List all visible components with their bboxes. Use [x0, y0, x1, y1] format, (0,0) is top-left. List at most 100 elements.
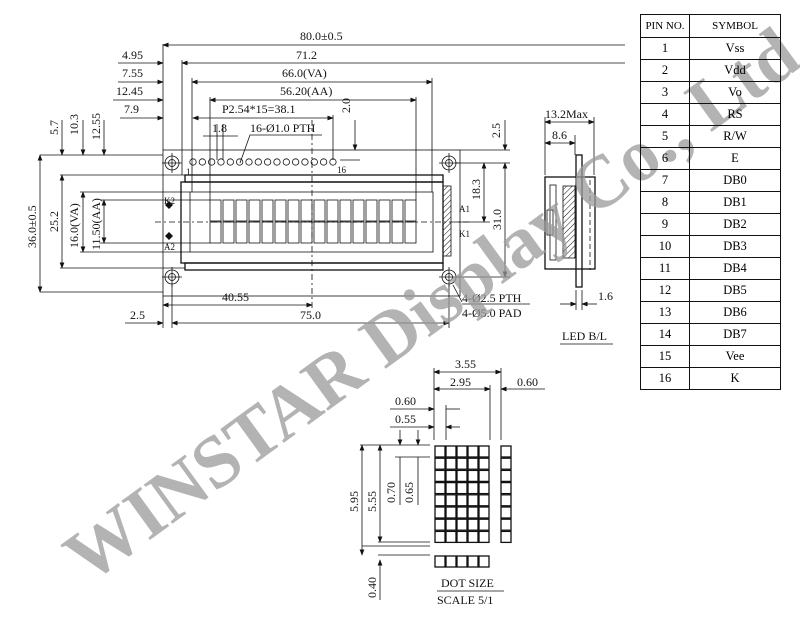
dot-size-detail: 3.55 2.95 0.60 0.60 0.55 0.70 0.65 5.95 … [347, 357, 545, 607]
pin-hole [310, 158, 318, 166]
dim-1-6: 1.6 [598, 289, 613, 303]
dot [467, 518, 479, 531]
cursor-dot [478, 555, 490, 568]
pin-number: 11 [640, 257, 690, 280]
character-cell [326, 199, 339, 222]
pin-hole [282, 158, 290, 166]
dim-36: 36.0±0.5 [25, 205, 39, 248]
character-cell [248, 199, 261, 222]
dot [456, 518, 468, 531]
dot [445, 481, 457, 495]
pin-hole [273, 158, 281, 166]
dot [500, 445, 512, 458]
lcd-module-front-view [155, 120, 470, 310]
pin-number: 2 [640, 59, 690, 82]
character-cell [352, 221, 365, 244]
dim-dot-pitch: 0.60 [395, 394, 416, 408]
dot [445, 530, 457, 544]
dot [456, 481, 468, 495]
dim-2-0: 2.0 [339, 98, 353, 113]
dot [467, 494, 479, 507]
dim-0-40: 0.40 [365, 577, 379, 598]
led-pad-icon [165, 201, 173, 240]
dot [500, 530, 512, 544]
pin-symbol: K [689, 367, 781, 390]
dot [445, 506, 457, 519]
dot [456, 457, 468, 470]
dot [478, 518, 490, 531]
dot [434, 506, 446, 519]
dot [434, 530, 446, 544]
dot [456, 494, 468, 507]
dim-13-2-max: 13.2Max [545, 107, 588, 121]
k1-label: K1 [459, 229, 470, 239]
character-cell [235, 221, 248, 244]
header-pin-no: PIN NO. [640, 14, 690, 38]
pin-number: 8 [640, 191, 690, 214]
dot [456, 506, 468, 519]
pin-1-label: 1 [186, 167, 191, 177]
character-cell [378, 221, 391, 244]
character-cell [352, 199, 365, 222]
dot [500, 506, 512, 519]
dim-0-70: 0.70 [384, 482, 398, 503]
pin-symbol: DB3 [689, 235, 781, 258]
dot [500, 518, 512, 531]
cursor-dot [467, 555, 479, 568]
character-cell [274, 221, 287, 244]
dot [434, 469, 446, 483]
right-dimensions: 2.5 18.3 31.0 [455, 120, 510, 278]
dot-size-scale: SCALE 5/1 [437, 593, 493, 607]
pin-symbol: DB2 [689, 213, 781, 236]
dot [445, 457, 457, 470]
dim-12-45: 12.45 [116, 84, 143, 98]
character-cell [313, 221, 326, 244]
dot [445, 518, 457, 531]
dot [467, 506, 479, 519]
pin-number: 15 [640, 345, 690, 368]
side-view: 13.2Max 8.6 1.6 LED B/L [544, 107, 613, 345]
character-cell [287, 199, 300, 222]
pin-symbol: DB1 [689, 191, 781, 214]
cursor-dot [434, 555, 446, 568]
dot [478, 445, 490, 458]
pin-symbol: DB0 [689, 169, 781, 192]
bottom-dimensions: 40.55 75.0 2.5 4-Ø2.5 PTH 4-Ø5.0 PAD [125, 284, 530, 328]
dot [456, 530, 468, 544]
pin-number: 7 [640, 169, 690, 192]
dot [478, 494, 490, 507]
dim-pin-pitch: P2.54*15=38.1 [222, 102, 295, 116]
pin-symbol: R/W [689, 125, 781, 148]
character-cell [300, 221, 313, 244]
dot [467, 530, 479, 544]
dim-3-55: 3.55 [455, 357, 476, 371]
dim-aa-width: 56.20(AA) [280, 84, 332, 98]
dim-5-7: 5.7 [47, 120, 61, 135]
pin-symbol: DB7 [689, 323, 781, 346]
dim-va-height: 16.0(VA) [67, 203, 81, 248]
character-cell [300, 199, 313, 222]
character-cell [391, 199, 404, 222]
character-cell [261, 199, 274, 222]
dim-1-8: 1.8 [212, 121, 227, 135]
cursor-dot [456, 555, 468, 568]
dot [478, 481, 490, 495]
character-cell [287, 221, 300, 244]
dot [434, 481, 446, 495]
dim-7-55: 7.55 [122, 66, 143, 80]
pin-number: 4 [640, 103, 690, 126]
dim-80: 80.0±0.5 [300, 29, 343, 43]
character-cell [339, 221, 352, 244]
pin-header [189, 158, 337, 166]
pin-symbol: Vss [689, 37, 781, 60]
